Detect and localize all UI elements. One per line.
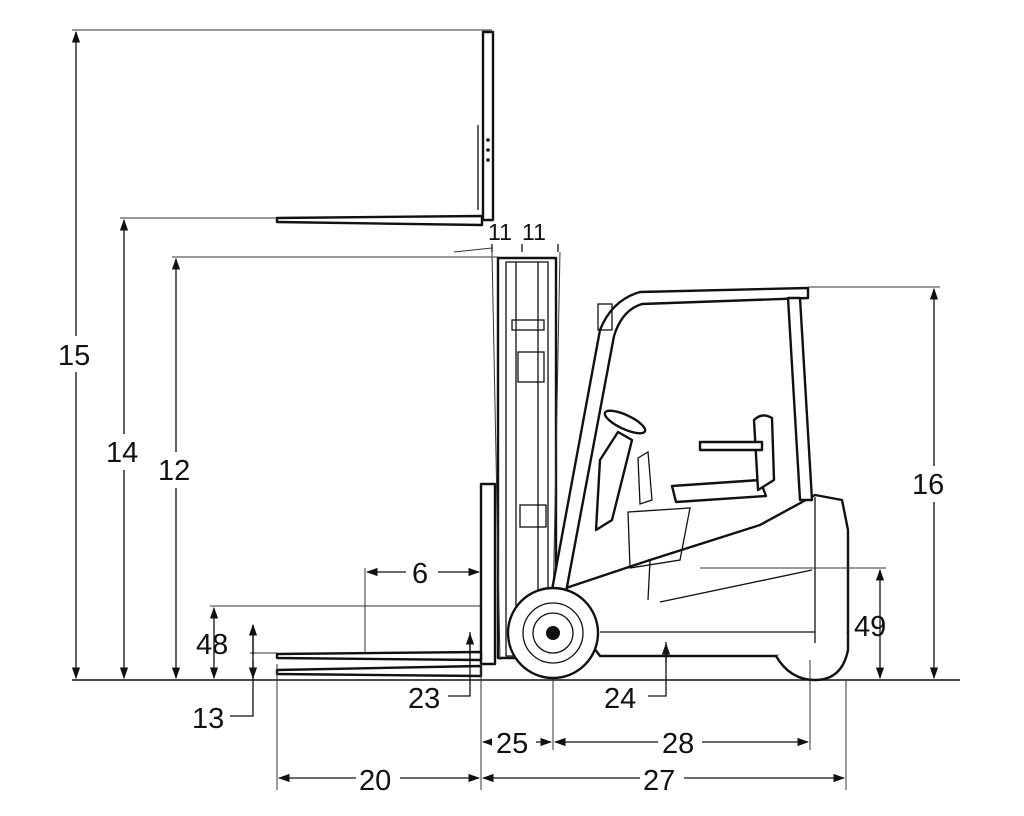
dim-line-13 [230,625,254,717]
label-24: 24 [604,683,636,715]
label-48: 48 [196,629,228,661]
dim-line-23 [448,632,471,697]
label-27: 27 [643,765,675,797]
label-25: 25 [496,728,528,760]
guard-rear-post [786,296,814,502]
fork-lower [275,664,483,678]
forklift-illustration [275,30,850,682]
seat-back [752,414,776,492]
extension-lines [72,29,940,790]
front-wheel [506,586,600,680]
raised-carriage [481,30,495,222]
label-14: 14 [106,437,138,469]
label-15: 15 [58,340,90,372]
mast [491,251,561,661]
label-11-left: 11 [488,219,512,245]
label-11-right: 11 [522,219,546,245]
label-49: 49 [854,611,886,643]
armrest [698,440,764,452]
label-28: 28 [662,728,694,760]
dimension-labels: 15 14 12 16 11 11 6 48 49 13 23 24 25 28… [58,219,944,797]
steering-column [594,430,634,532]
rear-wheel [774,630,850,682]
label-13: 13 [192,703,224,735]
overhead-guard [550,286,810,594]
raised-fork [275,214,484,227]
label-16: 16 [912,469,944,501]
steering-wheel [603,409,647,435]
seat [670,478,768,504]
label-12: 12 [158,455,190,487]
label-20: 20 [359,765,391,797]
label-6: 6 [412,558,428,590]
label-23: 23 [408,683,440,715]
carriage [479,482,497,666]
label-backgrounds [56,336,952,796]
fork-upper [275,650,483,662]
